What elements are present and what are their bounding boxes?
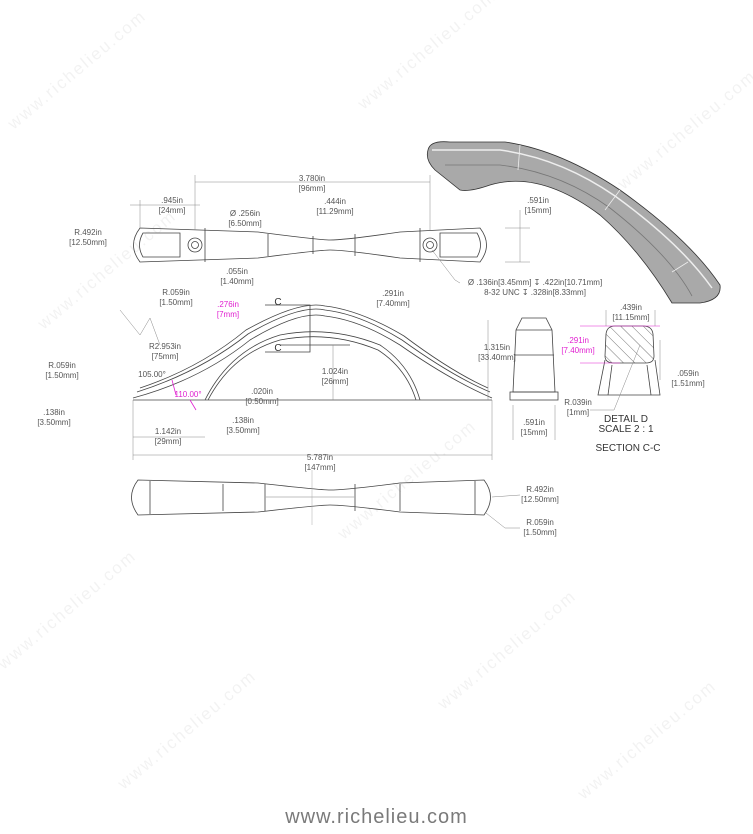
- dim-foot-gap: .020in[0.50mm]: [245, 387, 279, 406]
- section-marker-bottom: C: [274, 343, 282, 354]
- dim-end-width: .591in[15mm]: [524, 196, 552, 215]
- dim-top-thickness: .291in[7.40mm]: [376, 289, 410, 308]
- section-marker-top: C: [274, 297, 282, 308]
- dim-foot-height: .138in[3.50mm]: [37, 408, 71, 427]
- dim-end-radius: R.492in[12.50mm]: [69, 228, 107, 247]
- dim-leg-length: 1.142in[29mm]: [154, 427, 182, 446]
- footer-url: www.richelieu.com: [285, 806, 468, 828]
- dim-corner-radius: R.059in[1.50mm]: [159, 288, 193, 307]
- dim-end-offset: .945in[24mm]: [158, 196, 186, 215]
- section-title: SECTION C-C: [595, 443, 661, 454]
- dim-overall-length: 5.787in[147mm]: [304, 453, 336, 472]
- dim-angle-105: 105.00°: [138, 370, 166, 379]
- dim-angle-110: 110.00°: [174, 390, 202, 399]
- dim-clearance: 1.024in[26mm]: [321, 367, 349, 386]
- dim-mid-width: .444in[11.29mm]: [316, 197, 354, 216]
- section-c-c: [580, 310, 661, 411]
- dim-section-thickness: .276in[7mm]: [216, 300, 240, 319]
- dim-section-radius: R.039in[1mm]: [564, 398, 592, 417]
- dim-foot-width: .138in[3.50mm]: [226, 416, 260, 435]
- dim-bottom-corner-radius: R.059in[1.50mm]: [523, 518, 557, 537]
- end-view: [509, 317, 559, 440]
- side-view: [119, 304, 493, 460]
- handle-3d-render: [426, 141, 721, 304]
- dim-section-height: .291in[7.40mm]: [561, 336, 595, 355]
- bottom-view: [131, 470, 521, 529]
- dim-boss-gap: .055in[1.40mm]: [220, 267, 254, 286]
- hole-callout: Ø .136in[3.45mm] ↧ .422in[10.71mm]8-32 U…: [467, 278, 603, 297]
- dim-overall-height: 1.315in[33.40mm]: [478, 343, 516, 362]
- dim-end-view-width: .591in[15mm]: [520, 418, 548, 437]
- top-view: [130, 175, 530, 284]
- dim-bottom-end-radius: R.492in[12.50mm]: [521, 485, 559, 504]
- dim-boss-diameter: Ø .256in[6.50mm]: [228, 209, 262, 228]
- dim-arc-radius: R2.953in[75mm]: [148, 342, 182, 361]
- dim-center-to-center: 3.780in[96mm]: [298, 174, 326, 193]
- dim-section-edge: .059in[1.51mm]: [671, 369, 705, 388]
- dim-section-width: .439in[11.15mm]: [612, 303, 650, 322]
- dim-foot-radius: R.059in[1.50mm]: [45, 361, 79, 380]
